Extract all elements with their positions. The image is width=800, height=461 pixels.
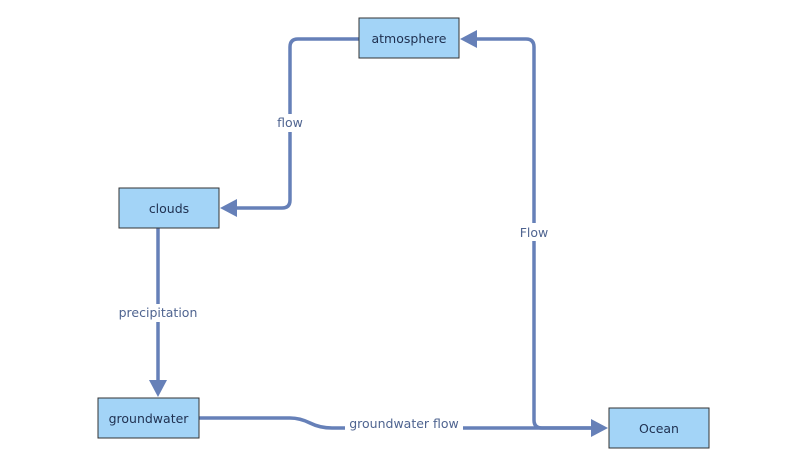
arrowhead-clouds: [220, 199, 237, 217]
edge-label-groundwater-flow-text: groundwater flow: [349, 416, 459, 431]
node-ocean[interactable]: Ocean: [608, 407, 710, 449]
node-atmosphere[interactable]: atmosphere: [358, 17, 460, 59]
edge-label-Flow: Flow: [514, 223, 554, 241]
node-ocean-label: Ocean: [639, 421, 679, 436]
edge-groundwater-to-ocean[interactable]: [199, 416, 608, 437]
edge-line-groundwater-to-ocean: [199, 416, 592, 430]
arrowhead-ocean: [591, 419, 608, 437]
arrowhead-groundwater: [149, 380, 167, 397]
edge-label-groundwater-flow: groundwater flow: [345, 414, 463, 434]
node-groundwater-label: groundwater: [109, 411, 190, 426]
node-clouds-label: clouds: [149, 201, 189, 216]
node-groundwater[interactable]: groundwater: [97, 397, 200, 439]
edge-label-precipitation-text: precipitation: [119, 305, 198, 320]
node-clouds[interactable]: clouds: [118, 187, 220, 229]
arrowhead-atmosphere: [460, 30, 477, 48]
edge-label-flow-text: flow: [277, 115, 303, 130]
edge-label-Flow-text: Flow: [520, 225, 549, 240]
edge-label-flow: flow: [272, 114, 308, 132]
node-atmosphere-label: atmosphere: [372, 31, 447, 46]
edge-label-precipitation: precipitation: [114, 304, 202, 322]
